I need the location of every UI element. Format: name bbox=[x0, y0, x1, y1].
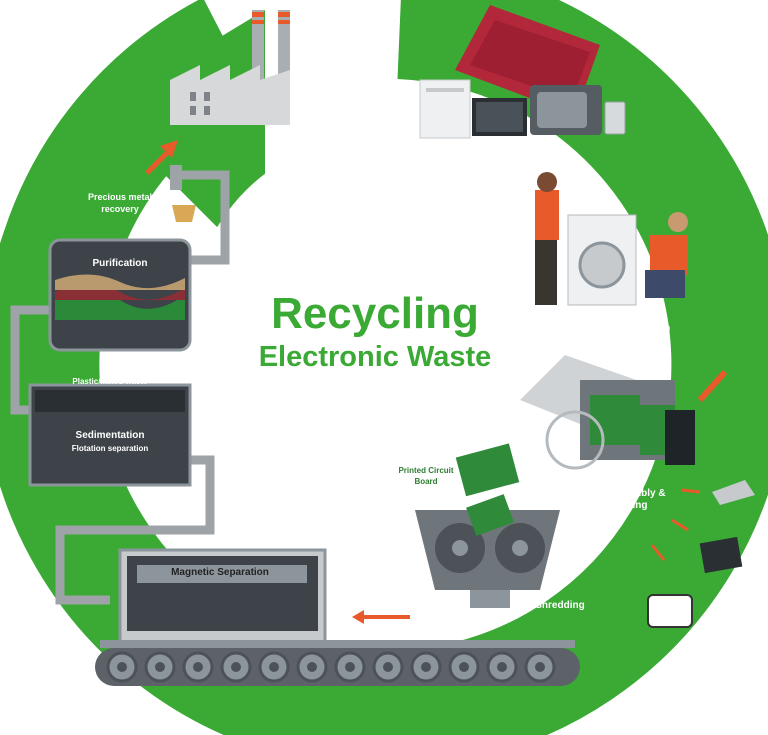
label-pcb-2: Board bbox=[390, 476, 462, 487]
label-out-glass-2: waste bbox=[694, 530, 734, 541]
title-line-1: Recycling bbox=[215, 290, 535, 338]
plastic-output-icon bbox=[648, 595, 692, 627]
label-pcb-1: Printed Circuit bbox=[390, 465, 462, 476]
purification-tank-icon bbox=[50, 240, 190, 350]
label-out-metal-2: waste bbox=[712, 466, 752, 477]
gear-hub bbox=[535, 662, 545, 672]
label-shredding: Shredding bbox=[525, 600, 595, 611]
label-plastic-mixed: Plastic/Mixed waste bbox=[50, 376, 170, 387]
gear-hub bbox=[269, 662, 279, 672]
gear-hub bbox=[155, 662, 165, 672]
label-metal-2: waste bbox=[330, 585, 375, 596]
gear-hub bbox=[383, 662, 393, 672]
gear-hub bbox=[345, 662, 355, 672]
label-glass-2: waste bbox=[130, 505, 180, 516]
label-magnetic: Magnetic Separation bbox=[145, 567, 295, 578]
gear-hub bbox=[117, 662, 127, 672]
gear-hub bbox=[497, 662, 507, 672]
label-repair: Repair/Refurbish bbox=[580, 323, 680, 334]
label-purification: Purification bbox=[70, 258, 170, 269]
gear-hub bbox=[231, 662, 241, 672]
arrow-to-magnetic-icon bbox=[352, 610, 410, 624]
label-disassembly-1: Disassembly & bbox=[590, 488, 670, 499]
gear-hub bbox=[307, 662, 317, 672]
label-precious-2: recovery bbox=[75, 204, 165, 215]
label-disassembly-2: Sorting bbox=[590, 500, 670, 511]
label-precious-1: Precious metal bbox=[75, 192, 165, 203]
label-out-plastic-2: waste bbox=[648, 584, 692, 595]
title-line-2: Electronic Waste bbox=[205, 340, 545, 374]
label-flotation: Flotation separation bbox=[40, 443, 180, 454]
gear-hub bbox=[421, 662, 431, 672]
label-sedimentation: Sedimentation bbox=[50, 430, 170, 441]
label-collection: Collection bbox=[490, 148, 560, 159]
gear-hub bbox=[459, 662, 469, 672]
gear-hub bbox=[193, 662, 203, 672]
